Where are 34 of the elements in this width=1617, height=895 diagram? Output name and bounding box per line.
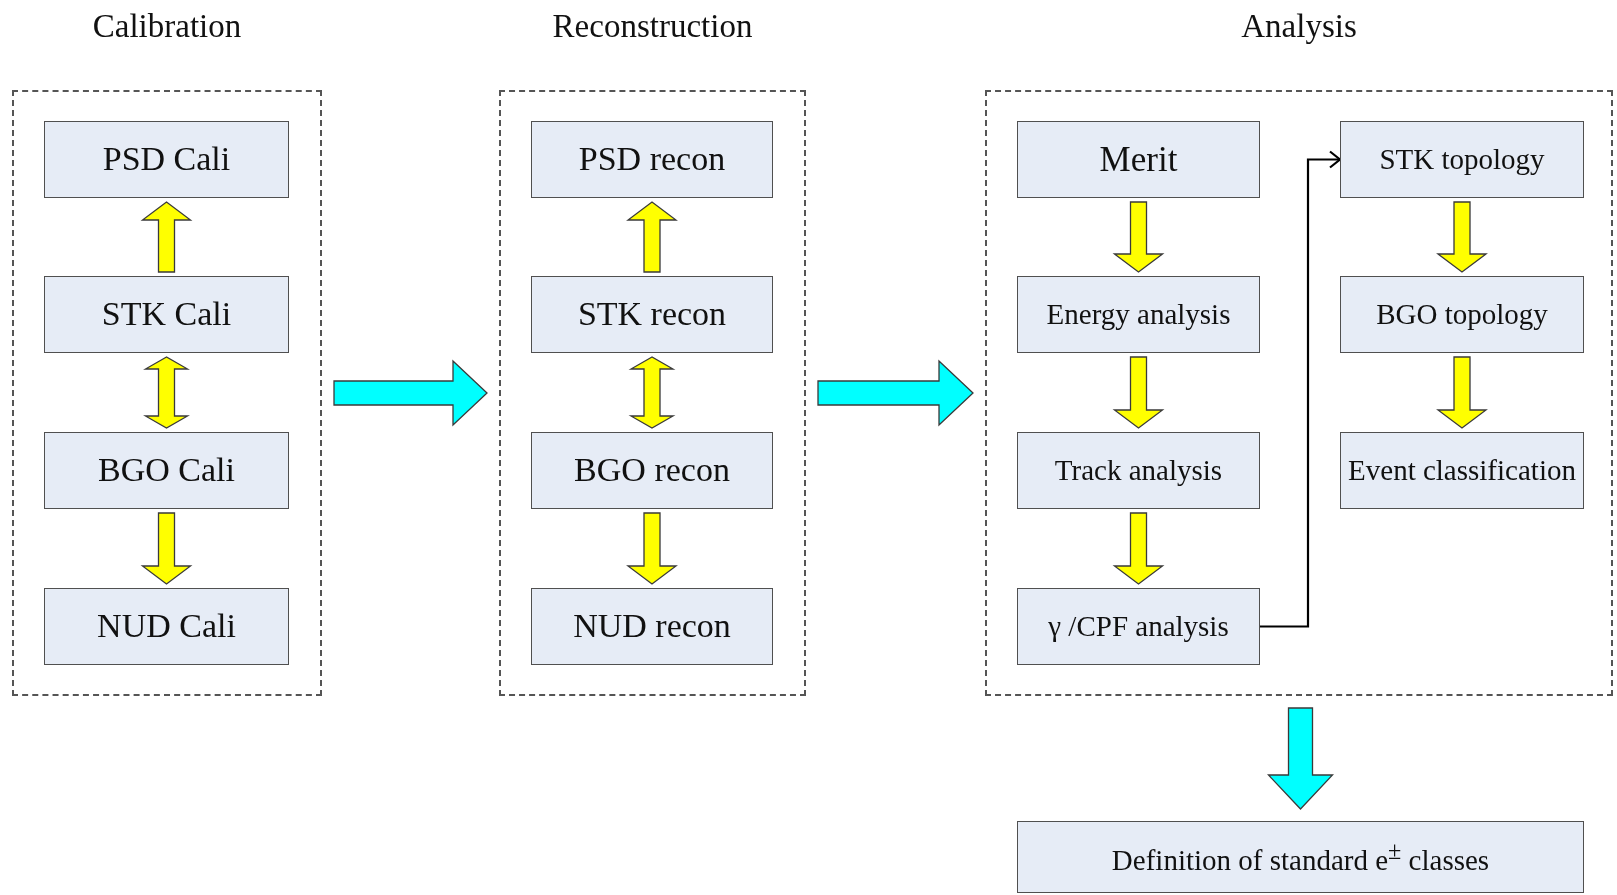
process-box: Event classification <box>1340 432 1584 509</box>
group-heading: Analysis <box>1241 8 1357 44</box>
process-box: Definition of standard e$^{±}$ classes <box>1017 821 1584 893</box>
block-arrow <box>333 359 488 427</box>
process-box: NUD recon <box>531 588 773 665</box>
block-arrow <box>1112 356 1165 429</box>
process-box: BGO Cali <box>44 432 289 509</box>
process-box: STK Cali <box>44 276 289 353</box>
block-arrow <box>628 356 676 429</box>
process-box: STK recon <box>531 276 773 353</box>
block-arrow <box>1112 201 1165 273</box>
process-box: Energy analysis <box>1017 276 1260 353</box>
block-arrow <box>140 201 193 273</box>
group-heading: Calibration <box>92 8 242 44</box>
block-arrow <box>817 359 974 427</box>
block-arrow <box>1267 707 1334 810</box>
process-box: Merit <box>1017 121 1260 198</box>
process-box: γ /CPF analysis <box>1017 588 1260 665</box>
block-arrow <box>626 201 678 273</box>
block-arrow <box>143 356 190 429</box>
process-box: STK topology <box>1340 121 1584 198</box>
block-arrow <box>626 512 678 585</box>
process-box: NUD Cali <box>44 588 289 665</box>
process-box: PSD Cali <box>44 121 289 198</box>
arrow <box>1260 150 1342 628</box>
process-box: Track analysis <box>1017 432 1260 509</box>
process-box: BGO topology <box>1340 276 1584 353</box>
group-heading: Reconstruction <box>552 8 753 44</box>
block-arrow <box>1112 512 1165 585</box>
block-arrow <box>1436 201 1488 273</box>
process-box: PSD recon <box>531 121 773 198</box>
block-arrow <box>140 512 193 585</box>
block-arrow <box>1436 356 1488 429</box>
process-box: BGO recon <box>531 432 773 509</box>
